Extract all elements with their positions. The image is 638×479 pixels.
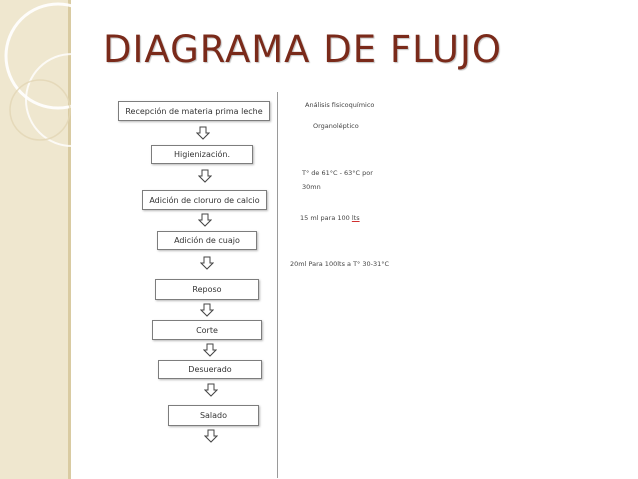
down-arrow-icon (204, 383, 218, 397)
decorative-circles (4, 2, 119, 147)
down-arrow-icon (196, 126, 210, 140)
step-higienizacion: Higienización. (151, 145, 253, 164)
note-analysis: Análisis fisicoquímico (305, 101, 375, 109)
down-arrow-icon (198, 169, 212, 183)
diagram-panel (112, 92, 278, 478)
down-arrow-icon (200, 303, 214, 317)
down-arrow-icon (203, 343, 217, 357)
down-arrow-icon (200, 256, 214, 270)
step-reposo: Reposo (155, 279, 259, 300)
step-salado: Salado (168, 405, 259, 426)
down-arrow-icon (198, 213, 212, 227)
note-calcium-dose-unit: lts (351, 214, 360, 222)
step-corte: Corte (152, 320, 262, 340)
note-calcium-dose: 15 ml para 100 lts (300, 214, 360, 222)
decorative-divider (68, 0, 71, 479)
down-arrow-icon (204, 429, 218, 443)
step-cuajo: Adición de cuajo (157, 231, 257, 250)
note-organoleptic: Organoléptico (313, 122, 359, 130)
note-temperature: T° de 61°C - 63°C por (302, 169, 373, 177)
note-time: 30mn (302, 183, 321, 191)
step-desuerado: Desuerado (158, 360, 262, 379)
note-rennet-dose: 20ml Para 100lts a T° 30-31°C (290, 260, 390, 268)
step-recepcion: Recepción de materia prima leche (118, 101, 270, 121)
step-cloruro-calcio: Adición de cloruro de calcio (142, 190, 267, 210)
page-title: DIAGRAMA DE FLUJO (103, 28, 503, 71)
note-calcium-dose-text: 15 ml para 100 (300, 214, 350, 222)
